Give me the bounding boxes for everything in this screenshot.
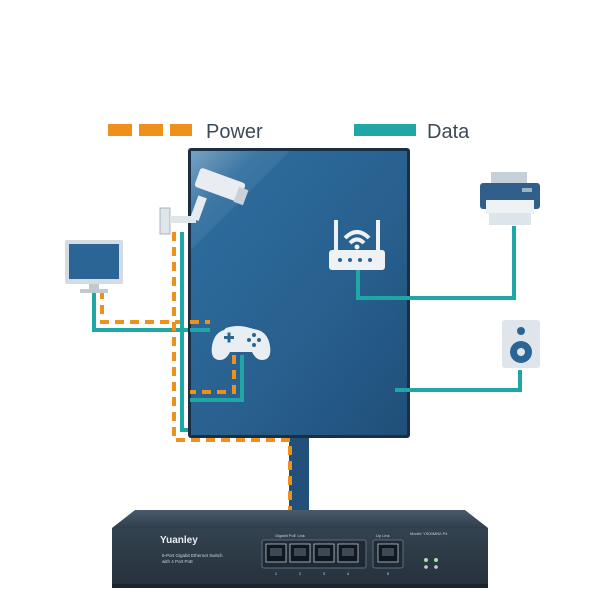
printer-icon (480, 172, 540, 225)
port-number: 5 (387, 571, 390, 576)
speaker-data-line (410, 370, 522, 392)
switch-description-line1: 6-Port Gigabit Ethernet Switch (162, 553, 223, 558)
security-camera-icon (159, 168, 249, 235)
speaker-icon (502, 320, 540, 368)
status-led (434, 565, 438, 569)
monitor-icon (65, 240, 123, 293)
monitor-data-line (92, 290, 190, 332)
monitor-power-line (100, 290, 190, 324)
legend: Power Data (108, 121, 470, 143)
ethernet-port[interactable] (337, 543, 359, 563)
ethernet-port[interactable] (289, 543, 311, 563)
stand-pole (289, 430, 309, 510)
uplink-port[interactable] (377, 543, 399, 563)
legend-power-label: Power (206, 121, 263, 143)
port-number: 4 (347, 571, 350, 576)
ethernet-port[interactable] (313, 543, 335, 563)
ethernet-port[interactable] (265, 543, 287, 563)
legend-data-swatch (354, 124, 416, 136)
status-led (434, 558, 438, 562)
wifi-router-icon (329, 220, 385, 270)
camera-data-line (180, 232, 190, 432)
switch-description-line2: with 4 Port PoE (162, 559, 193, 564)
switch-poe-label: Gigabit PoE Link (275, 533, 305, 538)
switch-brand: Yuanley (160, 535, 198, 546)
game-controller-icon (211, 326, 271, 360)
poe-switch: Yuanley 6-Port Gigabit Ethernet Switch w… (112, 510, 488, 588)
switch-model-label: Model: YS00MN2-P4 (410, 531, 448, 536)
switch-uplink-label: Up Link (376, 533, 390, 538)
status-led (424, 565, 428, 569)
legend-power-swatch (108, 124, 192, 136)
status-led (424, 558, 428, 562)
port-number: 3 (323, 571, 326, 576)
switch-top (112, 510, 488, 528)
legend-data-label: Data (427, 121, 470, 143)
port-number: 2 (299, 571, 302, 576)
port-number: 1 (275, 571, 278, 576)
